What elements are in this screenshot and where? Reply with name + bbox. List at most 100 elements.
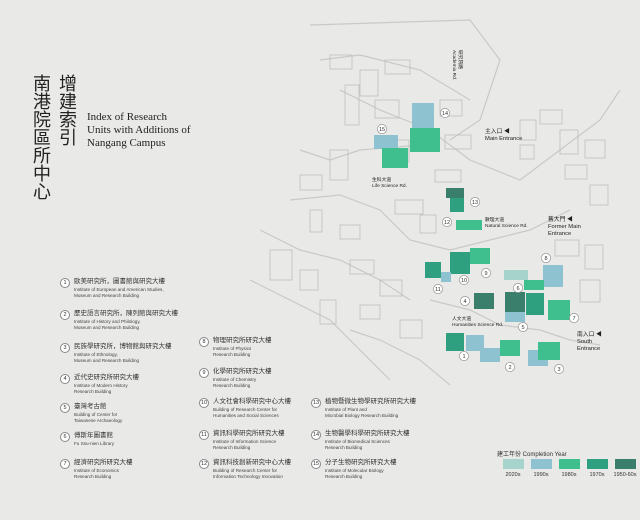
unit-name-en-line: Information Technology Innovation	[213, 473, 283, 479]
marker-10: 10	[461, 278, 467, 284]
unit-number: 2	[60, 310, 70, 320]
marker-9: 9	[484, 271, 487, 277]
unit-name-en-line: Institute of European and American Studi…	[74, 287, 164, 292]
unit-name-en-line: Fu Ssu-nien Library	[74, 441, 115, 446]
building-12	[456, 220, 482, 230]
unit-number: 3	[60, 343, 70, 353]
building-5	[505, 292, 525, 312]
unit-number: 9	[199, 368, 209, 378]
academia-road-label: 研究院路 Academia Rd.	[450, 50, 462, 80]
natural-science-zh: 數理大道	[485, 218, 505, 223]
life-science-road-label: 生科大道 Life Science Rd.	[372, 178, 407, 190]
unit-number: 8	[199, 337, 209, 347]
building-13	[446, 188, 464, 198]
building-1	[446, 333, 464, 351]
building-15	[374, 135, 398, 149]
building-7	[526, 293, 544, 315]
unit-name-en-line: Research Building	[325, 473, 363, 479]
unit-name-en-line: Building of Center for	[74, 412, 118, 417]
marker-13: 13	[472, 200, 478, 206]
building-11	[425, 262, 441, 278]
unit-name-zh: 資訊科技創新研究中心大樓	[213, 459, 291, 466]
south-entrance-en: South	[577, 339, 593, 345]
swatch-label: 1950-60s	[613, 472, 637, 478]
building-2c	[500, 340, 520, 356]
marker-15: 15	[379, 127, 385, 133]
swatch-label: 1990s	[533, 472, 549, 478]
unit-name-en-line: Institute of Molecular Biology	[325, 468, 384, 473]
marker-1: 1	[462, 354, 465, 360]
south-entrance-label: 南入口 ◀ South Entrance	[577, 332, 602, 353]
swatch-label: 1980s	[561, 472, 577, 478]
unit-name-en-line: Research Building	[213, 351, 251, 357]
title-en-line: Units with Additions of	[87, 124, 191, 136]
building-9	[450, 252, 470, 274]
main-entrance-label: 主入口 ◀ Main Entrance	[485, 129, 522, 143]
title-zh-right: 增建索引	[56, 74, 77, 146]
unit-name-zh: 臺灣考古館	[74, 403, 107, 410]
unit-name-zh: 歷史語言研究所，陳列館與研究大樓	[74, 310, 178, 317]
south-entrance-zh: 南入口 ◀	[577, 332, 602, 338]
unit-name-en-line: Research Building	[325, 444, 363, 450]
natural-science-en: Natural Science Rd.	[485, 224, 528, 229]
building-5b	[505, 312, 525, 322]
unit-name-en: Institute of History and Philology,Museu…	[74, 319, 141, 330]
former-main-en: Entrance	[548, 231, 572, 237]
building-15b	[382, 148, 408, 168]
building-4	[474, 293, 494, 309]
life-science-zh: 生科大道	[372, 178, 392, 183]
building-14b	[410, 128, 440, 152]
building-8	[543, 265, 563, 287]
unit-name-zh: 經濟研究所研究大樓	[74, 459, 133, 466]
swatch-1980s	[559, 459, 580, 469]
building-9b	[470, 248, 490, 264]
marker-11: 11	[435, 287, 441, 293]
swatch-1990s	[531, 459, 552, 469]
former-main-zh: 舊大門 ◀	[548, 217, 573, 223]
unit-name-en-line: Institute of Biomedical Sciences	[325, 439, 390, 444]
unit-name-zh: 民族學研究所，博物館與研究大樓	[74, 343, 172, 350]
unit-number: 15	[311, 459, 321, 469]
swatch-label: 1970s	[589, 472, 605, 478]
building-2	[466, 335, 484, 351]
marker-circles	[377, 108, 579, 374]
unit-name-en-line: Institute of Information Science	[213, 439, 277, 444]
title-en-line: Nangang Campus	[87, 137, 166, 149]
marker-2: 2	[508, 365, 511, 371]
unit-number: 11	[199, 430, 209, 440]
marker-12: 12	[444, 220, 450, 226]
marker-4: 4	[463, 299, 466, 305]
marker-8: 8	[544, 256, 547, 262]
unit-name-zh: 資訊科學研究所研究大樓	[213, 430, 285, 437]
unit-name-en: Institute of European and American Studi…	[74, 287, 164, 298]
unit-name-en-line: Institute of Chemistry	[213, 377, 257, 382]
swatch-label: 2020s	[505, 472, 521, 478]
unit-number: 14	[311, 430, 321, 440]
building-13b	[450, 198, 464, 212]
building-2b	[480, 348, 500, 362]
unit-name-en-line: Research Building	[213, 382, 251, 388]
highlighted-buildings	[374, 103, 570, 366]
south-entrance-en: Entrance	[577, 346, 601, 352]
unit-name-en: Fu Ssu-nien Library	[74, 441, 114, 447]
unit-name-en-line: Research Building	[74, 473, 112, 479]
humanities-zh: 人文大道	[452, 317, 472, 322]
unit-name-en-line: Institute of Modern History	[74, 383, 128, 388]
unit-name-en-line: Institute of History and Philology,	[74, 319, 141, 324]
building-14	[412, 103, 434, 133]
building-7b	[548, 300, 570, 320]
unit-name-en-line: Microbial Biology Research Building	[325, 412, 399, 418]
unit-number: 12	[199, 459, 209, 469]
building-outlines	[269, 54, 609, 339]
natural-science-road-label: 數理大道 Natural Science Rd.	[485, 218, 528, 230]
building-6b	[524, 280, 544, 290]
unit-number: 7	[60, 459, 70, 469]
